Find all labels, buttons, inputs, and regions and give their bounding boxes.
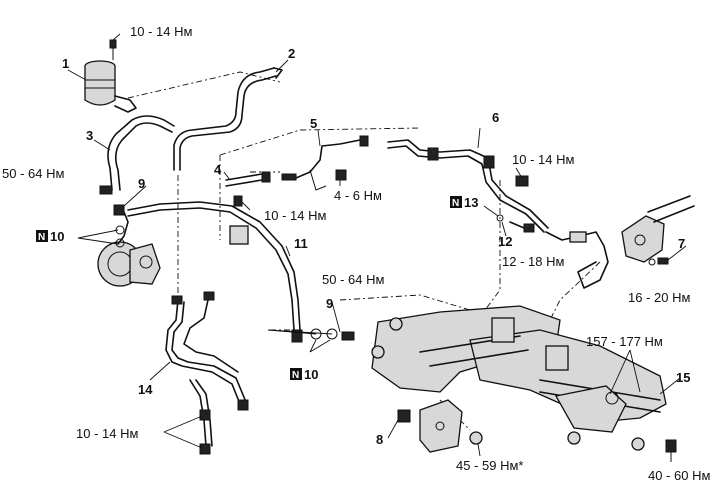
hose-part-4	[225, 171, 271, 187]
part-label-11: 11	[294, 236, 308, 251]
part-label-4: 4	[214, 162, 222, 177]
new-part-marker-right: N 13	[450, 195, 478, 210]
fitting-part-12	[496, 214, 609, 289]
new-part-mark-center: N	[292, 370, 299, 381]
torque-label-pump-union: 50 - 64 Нм	[2, 166, 64, 181]
torque-label-bracket-7: 16 - 20 Нм	[628, 290, 690, 305]
leader-lines	[67, 33, 687, 457]
steering-lines-part-14	[165, 291, 249, 455]
pipe-part-5	[281, 135, 369, 191]
pressure-hose-part-11	[127, 195, 355, 343]
new-part-number-center: 10	[304, 367, 318, 382]
torque-label-reservoir: 10 - 14 Нм	[130, 24, 192, 39]
new-part-mark-left: N	[38, 232, 45, 243]
part-label-14: 14	[138, 382, 153, 397]
torque-label-lower-bolt: 40 - 60 Нм	[648, 468, 710, 483]
new-part-number-left: 10	[50, 229, 64, 244]
new-part-marker-center: N 10	[290, 367, 318, 382]
bolts	[335, 169, 677, 462]
power-steering-pump	[97, 204, 161, 287]
part-label-9-left: 9	[138, 176, 145, 191]
part-number-labels: 1 2 3 4 5 6 7 8 9 9 11 12 14 15	[62, 46, 690, 447]
new-part-mark-right: N	[452, 198, 459, 209]
part-label-2: 2	[288, 46, 295, 61]
part-label-6: 6	[492, 110, 499, 125]
steering-rack-and-crossmember	[371, 305, 667, 451]
part-label-9-center: 9	[326, 296, 333, 311]
new-part-number-right: 13	[464, 195, 478, 210]
torque-label-center-union: 50 - 64 Нм	[322, 272, 384, 287]
part-label-5: 5	[310, 116, 317, 131]
part-label-12: 12	[498, 234, 512, 249]
mount-bracket-part-8	[397, 399, 483, 453]
part-label-1: 1	[62, 56, 69, 71]
new-part-marker-left: N 10	[36, 229, 64, 244]
bracket-part-7	[621, 195, 695, 266]
torque-label-fitting-12: 12 - 18 Нм	[502, 254, 564, 269]
torque-label-pipe-clamp: 4 - 6 Нм	[334, 188, 382, 203]
suction-hose-part-3	[99, 115, 175, 195]
part-label-8: 8	[376, 432, 383, 447]
part-label-15: 15	[676, 370, 690, 385]
part-label-7: 7	[678, 236, 685, 251]
pipe-part-6	[387, 139, 549, 233]
torque-label-pipe-6: 10 - 14 Нм	[512, 152, 574, 167]
torque-label-lines-14: 10 - 14 Нм	[76, 426, 138, 441]
torque-labels: 10 - 14 Нм 50 - 64 Нм 10 - 14 Нм 4 - 6 Н…	[2, 24, 710, 483]
return-hose-part-2	[173, 67, 283, 171]
torque-label-hose-clamp: 10 - 14 Нм	[264, 208, 326, 223]
part-label-3: 3	[86, 128, 93, 143]
torque-label-tie-rod: 157 - 177 Нм	[586, 334, 663, 349]
torque-label-mount: 45 - 59 Нм*	[456, 458, 523, 473]
reservoir-part-1	[84, 39, 137, 113]
